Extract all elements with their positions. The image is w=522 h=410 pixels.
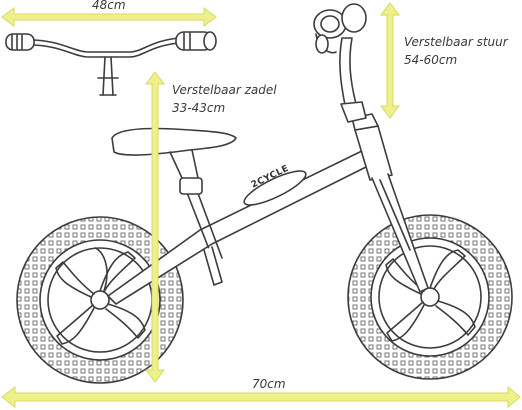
handlebar-width-label: 48cm (92, 0, 126, 12)
balance-bike-drawing (16, 3, 513, 384)
handlebar-detail-drawing (5, 31, 217, 96)
saddle-height-arrow (145, 71, 165, 383)
frame-brand-badge (243, 170, 307, 206)
handlebar-stem (313, 3, 367, 123)
overall-length-label: 70cm (252, 377, 286, 391)
saddle-height-title: Verstelbaar zadel (172, 83, 277, 97)
handlebar-height-arrow (380, 2, 400, 119)
saddle-height-range: 33-43cm (172, 101, 226, 115)
length-arrow (1, 385, 521, 409)
width-arrow (1, 7, 217, 27)
rear-wheel (16, 216, 184, 384)
saddle (111, 127, 237, 179)
front-wheel (347, 214, 513, 380)
handlebar-height-range: 54-60cm (404, 53, 458, 67)
frame (107, 113, 429, 305)
handlebar-height-title: Verstelbaar stuur (404, 35, 508, 49)
